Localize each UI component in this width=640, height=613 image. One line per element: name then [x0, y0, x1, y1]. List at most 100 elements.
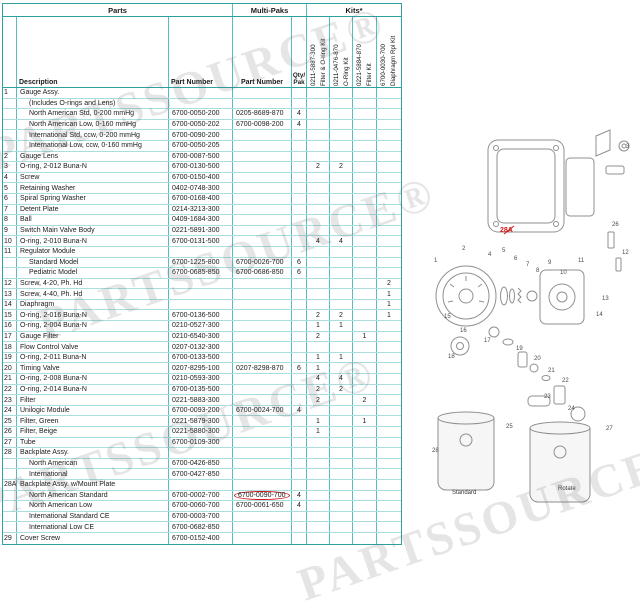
cell-kit-4-qty	[377, 109, 401, 119]
cell-num: 14	[3, 299, 17, 310]
cell-qty-pak: 4	[292, 119, 307, 130]
cell-kit-2-qty: 2	[330, 384, 353, 395]
header-part-number-cell: Part Number	[169, 17, 233, 87]
diagram-callout-number: 6	[514, 256, 518, 262]
cell-part-number	[169, 246, 233, 257]
cell-kit-4-qty	[377, 459, 401, 469]
cell-part-number	[169, 299, 233, 310]
cell-desc: Backplate Assy. w/Mount Plate	[17, 479, 169, 490]
diagram-callout-number: 7	[526, 262, 530, 268]
cell-desc: Gauge Assy.	[17, 88, 169, 98]
diagram-canvas: 28A 326121245678910111314151617181920212…	[432, 129, 630, 503]
cell-kit-4-qty	[377, 363, 401, 373]
cell-kit-4-qty	[377, 99, 401, 109]
table-row: (Includes O-rings and Lens)	[3, 98, 401, 110]
cell-qty-pak	[292, 458, 307, 469]
cell-part-number: 6700-0131-500	[169, 236, 233, 246]
cell-desc: Screw, 4-20, Ph. Hd	[17, 278, 169, 289]
cell-kit-2-qty	[330, 405, 353, 416]
cell-kit-1-qty: 1	[307, 416, 330, 426]
cell-kit-4-qty	[377, 512, 401, 522]
cell-qty-pak	[292, 215, 307, 225]
cell-qty-pak	[292, 278, 307, 289]
header-multi-paks: Multi-Paks	[233, 4, 307, 16]
cell-num	[3, 119, 17, 130]
cell-kit-3-qty	[353, 437, 377, 448]
diagram-callout-number: 3	[626, 144, 630, 150]
cell-desc: Ball	[17, 215, 169, 225]
cell-kit-2-qty	[330, 490, 353, 501]
diagram-callout-number: 4	[488, 252, 492, 258]
cell-mp-part-number	[233, 331, 292, 342]
cell-desc: Regulator Module	[17, 246, 169, 257]
cell-kit-2-qty	[330, 469, 353, 479]
cell-kit-2-qty	[330, 522, 353, 532]
cell-kit-1-qty: 1	[307, 321, 330, 331]
cell-kit-3-qty	[353, 342, 377, 352]
cell-kit-1-qty: 1	[307, 427, 330, 437]
cell-desc: International Low CE	[17, 522, 169, 532]
cell-mp-part-number	[233, 278, 292, 289]
header-description-cell: Description	[17, 17, 169, 87]
table-column-headers: Description Part Number Part Number Qty/…	[3, 17, 401, 88]
cell-kit-1-qty	[307, 501, 330, 511]
cell-part-number: 0221-5891-300	[169, 225, 233, 236]
cell-desc: North American Low	[17, 501, 169, 511]
cell-kit-4-qty	[377, 88, 401, 98]
cell-qty-pak	[292, 395, 307, 405]
cell-kit-1-qty	[307, 342, 330, 352]
cell-kit-3-qty	[353, 289, 377, 299]
diagram-highlight-28a-label: 28A	[500, 227, 513, 234]
cell-part-number: 0207-8295-100	[169, 363, 233, 374]
cell-kit-4-qty	[377, 258, 401, 268]
cell-kit-2-qty: 2	[330, 162, 353, 172]
cell-kit-1-qty	[307, 172, 330, 183]
cell-num	[3, 98, 17, 109]
cell-kit-3-qty	[353, 532, 377, 544]
cell-qty-pak	[292, 374, 307, 384]
cell-mp-part-number	[233, 395, 292, 405]
cell-num	[3, 140, 17, 151]
cell-qty-pak	[292, 225, 307, 236]
cell-desc: North American Low, 0-160 mmHg	[17, 119, 169, 130]
cell-kit-3-qty: 2	[353, 395, 377, 405]
cell-qty-pak	[292, 427, 307, 437]
cell-qty-pak	[292, 448, 307, 458]
cell-kit-1-qty	[307, 522, 330, 532]
cell-mp-part-number	[233, 469, 292, 479]
header-qty-pak: Qty/ Pak	[292, 72, 306, 86]
cell-qty-pak	[292, 384, 307, 395]
cell-num	[3, 490, 17, 501]
cell-mp-part-number	[233, 225, 292, 236]
diagram-callout-number: 28	[432, 448, 439, 454]
cell-qty-pak	[292, 289, 307, 299]
cell-kit-3-qty	[353, 310, 377, 321]
cell-desc: North American Std, 0-200 mmHg	[17, 109, 169, 119]
cell-kit-3-qty	[353, 225, 377, 236]
cell-desc: O-ring, 2-014 Buna-N	[17, 384, 169, 395]
cell-kit-3-qty	[353, 522, 377, 532]
diagram-callout-number: 2	[462, 246, 466, 252]
cell-mp-part-number	[233, 98, 292, 109]
diagram-line-art	[435, 129, 630, 422]
cell-kit-1-qty	[307, 532, 330, 544]
cell-kit-2-qty	[330, 268, 353, 278]
cell-kit-2-qty	[330, 109, 353, 119]
cell-mp-part-number: 0205-8689-870	[233, 109, 292, 119]
cell-num	[3, 469, 17, 479]
diagram-callout-number: 14	[596, 312, 603, 318]
cell-kit-3-qty	[353, 215, 377, 225]
cell-num: 6	[3, 193, 17, 204]
cell-kit-1-qty	[307, 469, 330, 479]
cell-kit-3-qty	[353, 384, 377, 395]
cell-kit-1-qty: 2	[307, 395, 330, 405]
cell-desc: Tube	[17, 437, 169, 448]
cell-part-number: 6700-0682-850	[169, 522, 233, 532]
cell-num: 25	[3, 416, 17, 426]
